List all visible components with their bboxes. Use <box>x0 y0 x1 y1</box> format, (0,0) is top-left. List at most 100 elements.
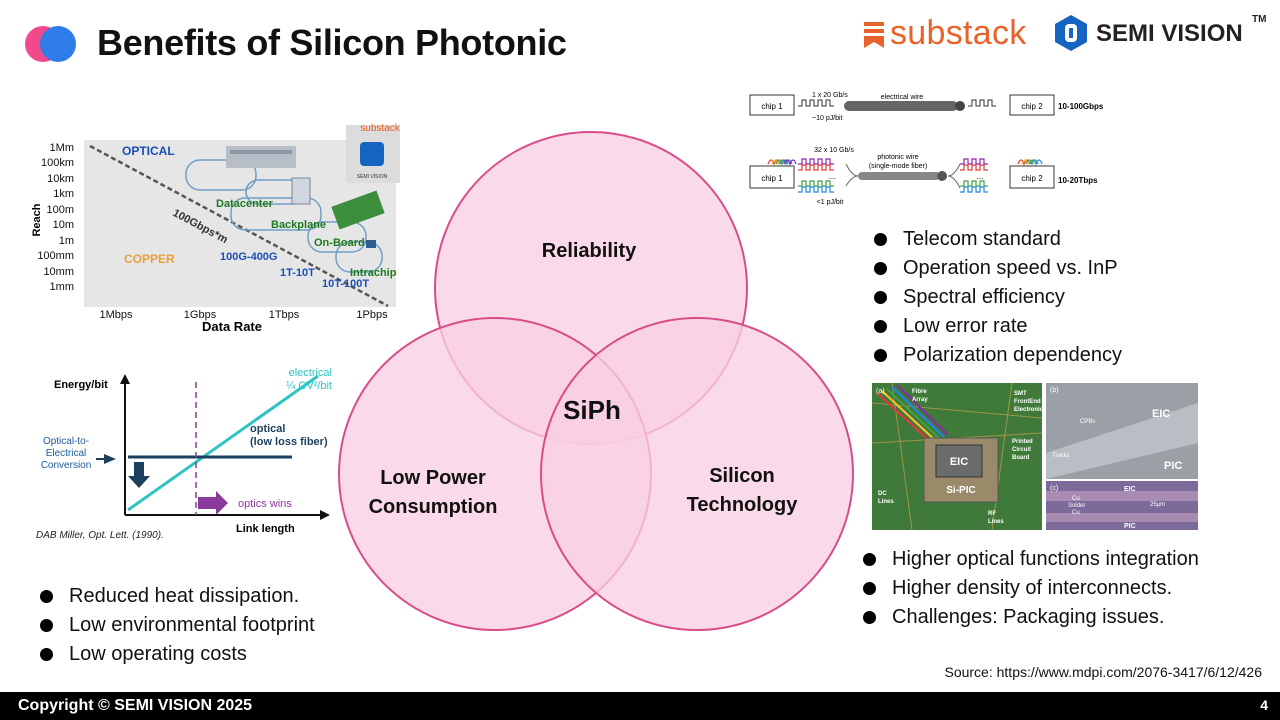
venn-label-center: SiPh <box>563 395 621 425</box>
electrical-line <box>127 374 319 512</box>
photonic-wire-label: photonic wire <box>877 154 918 161</box>
bullet-item: Higher optical functions integration <box>863 545 1199 574</box>
energy-axis-label: Energy/bit <box>54 379 108 391</box>
bullet-item: Challenges: Packaging issues. <box>863 603 1199 632</box>
y-tick: 10km <box>47 173 74 185</box>
svg-text:Fibre: Fibre <box>912 389 927 395</box>
trademark: TM <box>1252 14 1267 25</box>
equipment-illustrations <box>226 125 400 248</box>
svg-text:Board: Board <box>1012 455 1030 461</box>
copper-region-label: COPPER <box>124 252 175 266</box>
svg-text:Solder: Solder <box>1068 503 1085 509</box>
svg-text:DC: DC <box>878 491 887 497</box>
segment-label: Datacenter <box>216 198 274 210</box>
y-tick: 1Mm <box>50 142 74 154</box>
siph-reliability-bullets: Telecom standard Operation speed vs. InP… <box>874 225 1122 370</box>
bullet-item: Higher density of interconnects. <box>863 574 1199 603</box>
x-tick: 1Mbps <box>99 309 133 321</box>
y-tick: 10mm <box>43 266 74 278</box>
venn-label-low-power-2: Consumption <box>369 496 498 518</box>
photonic-bandwidth: 10-20Tbps <box>1058 176 1098 185</box>
source-citation: Source: https://www.mdpi.com/2076-3417/6… <box>944 664 1262 680</box>
svg-text:PIC: PIC <box>1164 460 1182 472</box>
silicon-technology-bullets: Higher optical functions integration Hig… <box>863 545 1199 632</box>
down-arrow <box>128 462 150 488</box>
svg-text:EIC: EIC <box>1124 486 1136 493</box>
page-number: 4 <box>1260 697 1268 713</box>
svg-text:EIC: EIC <box>1152 408 1170 420</box>
bullet-item: Polarization dependency <box>874 341 1122 370</box>
svg-text:SMT: SMT <box>1014 391 1027 397</box>
package-photo: (a) Fibre Array SMT FrontEnd Electronics… <box>872 383 1198 530</box>
segment-label: On-Board <box>314 237 365 249</box>
chart-watermark-2: SEMI VISION <box>357 174 388 180</box>
low-power-bullets: Reduced heat dissipation. Low environmen… <box>40 582 315 669</box>
photo-label-b: (b) <box>1050 387 1059 394</box>
photo-label-a: (a) <box>876 388 885 395</box>
optics-wins-arrow <box>198 491 228 515</box>
y-tick: 1m <box>59 235 74 247</box>
bullet-item: Low environmental footprint <box>40 611 315 640</box>
svg-text:Cu: Cu <box>1072 510 1080 516</box>
venn-label-low-power-1: Low Power <box>380 467 486 489</box>
photonic-energy: <1 pJ/bit <box>817 199 844 206</box>
copyright-text: Copyright © SEMI VISION 2025 <box>18 697 253 714</box>
wdm-signals-left <box>767 158 834 193</box>
y-tick: 1mm <box>50 281 74 293</box>
y-tick-labels: 1Mm 100km 10km 1km 100m 10m 1m 100mm 10m… <box>37 142 74 293</box>
svg-text:Lines: Lines <box>988 519 1004 525</box>
chart-watermark: substack <box>360 123 400 134</box>
semivision-icon <box>1055 15 1087 51</box>
y-tick: 100m <box>46 204 74 216</box>
substack-wordmark: substack <box>890 14 1027 52</box>
fibre-array <box>876 384 949 444</box>
segment-label: Backplane <box>271 219 326 231</box>
venn-label-silicon-2: Technology <box>687 494 799 516</box>
wire-comparison-diagram: chip 1 1 x 20 Gb/s ~10 pJ/bit electrical… <box>749 92 1104 206</box>
x-tick: 1Tbps <box>269 309 300 321</box>
substack-icon <box>864 22 884 48</box>
conversion-l2: Electrical <box>46 448 87 459</box>
y-tick: 100mm <box>37 250 74 262</box>
citation: DAB Miller, Opt. Lett. (1990). <box>36 530 164 541</box>
reach-vs-datarate-chart: Reach 1Mm 100km 10km 1km 100m 10m 1m 100… <box>31 123 400 334</box>
bullet-item: Reduced heat dissipation. <box>40 582 315 611</box>
x-tick-labels: 1Mbps 1Gbps 1Tbps 1Pbps <box>99 309 388 321</box>
chip2-label-photonic: chip 2 <box>1021 174 1043 183</box>
venn-circle-silicon <box>540 317 854 631</box>
electrical-rate: 1 x 20 Gb/s <box>812 92 848 99</box>
venn-label-silicon-1: Silicon <box>709 465 775 487</box>
segment-labels: Datacenter Backplane On-Board Intrachip <box>216 198 397 279</box>
chip1-label: chip 1 <box>761 102 783 111</box>
svg-text:Cu: Cu <box>1072 496 1080 502</box>
electrical-energy: ~10 pJ/bit <box>812 115 843 122</box>
svg-text:Array: Array <box>912 397 928 403</box>
svg-text:...: ... <box>977 172 984 181</box>
boundary-line <box>89 144 389 308</box>
svg-text:...: ... <box>829 172 836 181</box>
rate-label: 10T-100T <box>322 278 369 290</box>
photonic-wire-sub: (single-mode fiber) <box>869 163 927 170</box>
photo-label-c: (c) <box>1050 485 1058 492</box>
x-tick: 1Pbps <box>356 309 388 321</box>
substack-logo: substack <box>864 14 1044 54</box>
svg-text:CPBs: CPBs <box>1080 419 1095 425</box>
photonic-rate: 32 x 10 Gb/s <box>814 147 854 154</box>
rate-label: 1T-10T <box>280 267 315 279</box>
x-tick: 1Gbps <box>184 309 217 321</box>
semivision-wordmark: SEMI VISION <box>1096 20 1243 47</box>
electrical-label: electrical <box>289 367 332 379</box>
eic-die <box>935 444 983 478</box>
chip1-box <box>749 94 795 116</box>
optical-region-label: OPTICAL <box>122 144 175 158</box>
chip1-label-photonic: chip 1 <box>761 174 783 183</box>
y-tick: 10m <box>53 219 74 231</box>
bullet-item: Telecom standard <box>874 225 1122 254</box>
conversion-l1: Optical-to- <box>43 436 89 447</box>
bullet-item: Operation speed vs. InP <box>874 254 1122 283</box>
y-tick: 100km <box>41 157 74 169</box>
title-bubbles-icon <box>25 26 76 62</box>
semivision-logo: SEMI VISION TM <box>1052 12 1272 54</box>
page-title: Benefits of Silicon Photonic <box>97 22 567 63</box>
segment-label: Intrachip <box>350 267 397 279</box>
